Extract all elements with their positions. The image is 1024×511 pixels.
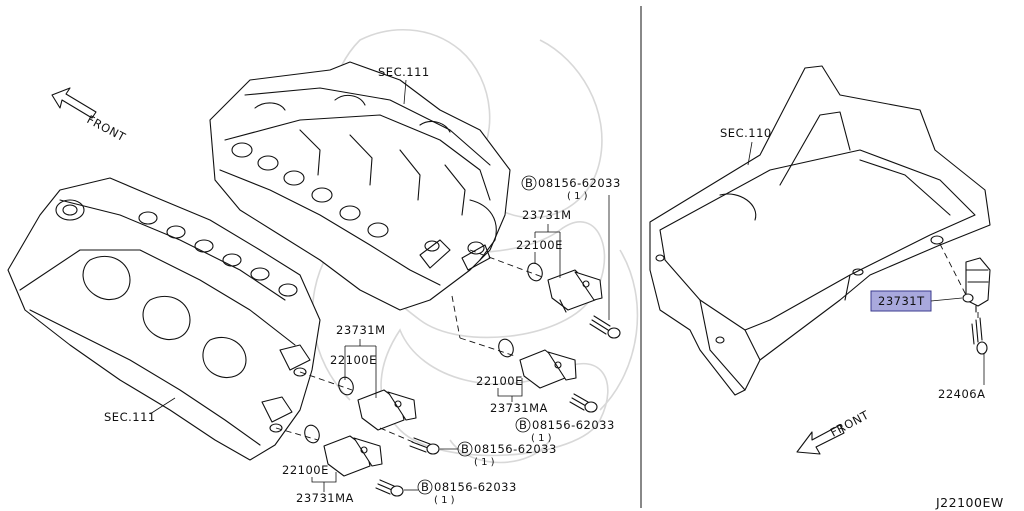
upper-bolt-qty: ( 1 ) xyxy=(567,191,588,202)
bottom-bolt-qty: ( 1 ) xyxy=(434,495,455,506)
oil-pan xyxy=(649,65,991,396)
sensor-bolt-label: 22406A xyxy=(938,387,985,401)
sec-label-lower: SEC.111 xyxy=(104,410,156,424)
lower-bolt xyxy=(409,437,440,455)
circle-b-marker-4: B xyxy=(421,480,429,494)
leader-sec-upper xyxy=(403,79,407,105)
middle-bolt xyxy=(569,393,598,413)
lower-m-label: 23731M xyxy=(336,323,386,337)
upper-solenoid-valve xyxy=(527,262,603,313)
front-label-right: FRONT xyxy=(828,407,872,439)
bottom-ma-label: 23731MA xyxy=(296,491,354,505)
upper-cylinder-head xyxy=(209,61,511,311)
highlighted-part-label[interactable]: 23731T xyxy=(878,294,925,308)
lower-solenoid-valve xyxy=(338,376,417,431)
circle-b-marker-2: B xyxy=(519,418,527,432)
mid-e-label: 22100E xyxy=(476,374,523,388)
circle-b-marker-1: B xyxy=(525,176,533,190)
upper-bolt-label: 08156-62033 xyxy=(538,176,621,190)
bottom-bolt-label: 08156-62033 xyxy=(434,480,517,494)
lower-cylinder-head xyxy=(7,177,321,461)
mid-ma-label: 23731MA xyxy=(490,401,548,415)
upper-m-label: 23731M xyxy=(522,208,572,222)
upper-e-label: 22100E xyxy=(516,238,563,252)
upper-bolt xyxy=(589,315,621,339)
leader-sec-lower xyxy=(149,397,176,415)
bottom-bolt xyxy=(375,479,404,497)
lower-bolt-qty: ( 1 ) xyxy=(474,457,495,468)
circle-b-marker-3: B xyxy=(461,442,469,456)
sensor-bolt xyxy=(971,317,988,355)
sec-label-right: SEC.110 xyxy=(720,126,772,140)
bottom-e-label: 22100E xyxy=(282,463,329,477)
position-sensor xyxy=(962,257,991,313)
bottom-solenoid-valve xyxy=(304,424,383,477)
lower-bolt-label: 08156-62033 xyxy=(474,442,557,456)
front-arrow-right: FRONT xyxy=(796,407,872,455)
mid-bolt-label: 08156-62033 xyxy=(532,418,615,432)
drawing-code: J22100EW xyxy=(935,495,1004,510)
front-label-left: FRONT xyxy=(85,112,129,144)
lower-e-label: 22100E xyxy=(330,353,377,367)
sec-label-upper: SEC.111 xyxy=(378,65,430,79)
middle-solenoid-valve xyxy=(498,338,577,389)
mid-bolt-qty: ( 1 ) xyxy=(531,433,552,444)
front-arrow-left: FRONT xyxy=(51,87,129,144)
